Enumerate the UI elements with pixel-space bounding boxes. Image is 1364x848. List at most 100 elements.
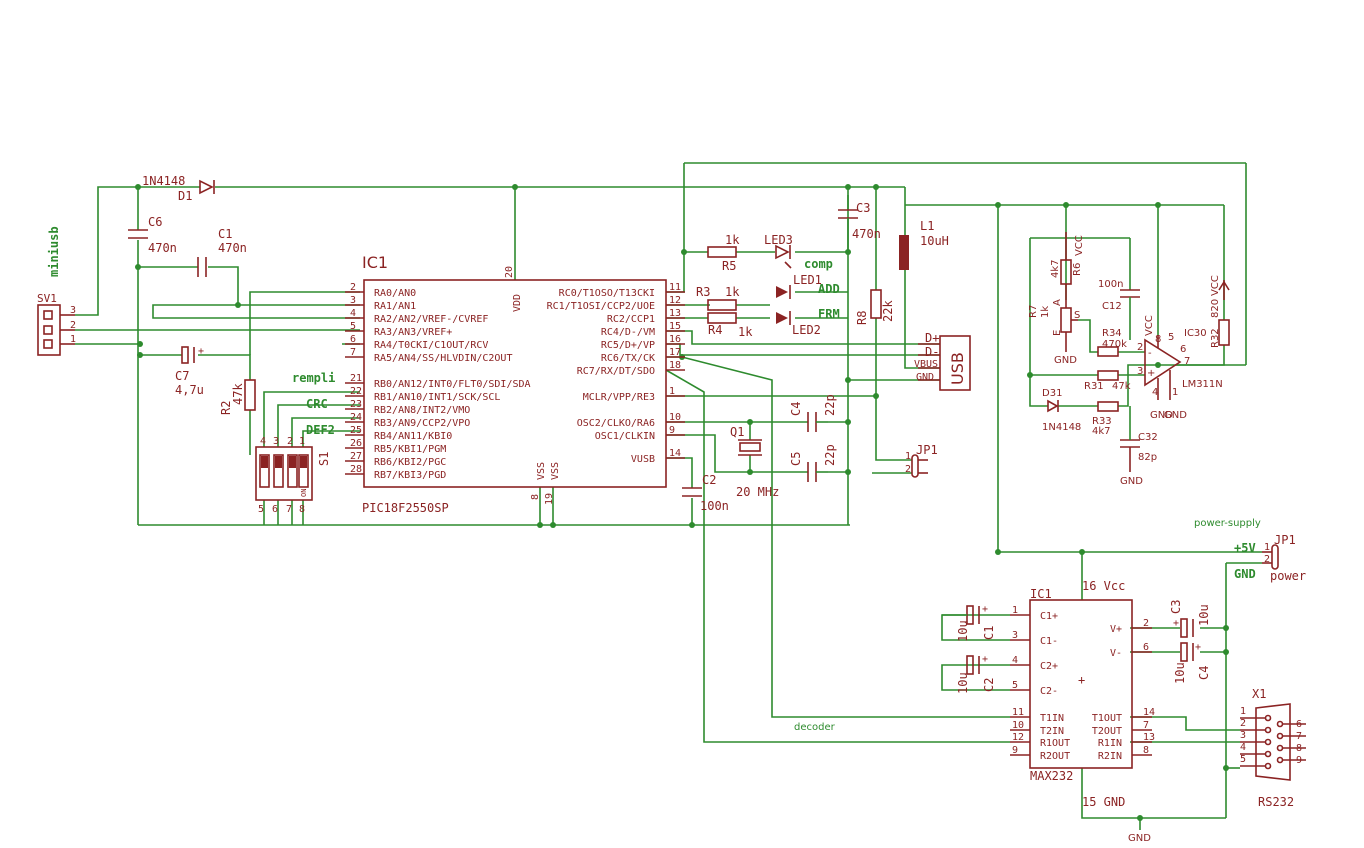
l1-value: 10uH — [920, 234, 949, 248]
c12-value: 100n — [1098, 279, 1123, 290]
max-pin-name: C2+ — [1040, 661, 1058, 672]
c3-label: C3 — [856, 201, 870, 215]
pic-pin-name: RB2/AN8/INT2/VMO — [374, 405, 470, 416]
junctions — [135, 184, 1229, 821]
pic-pin-number: 4 — [350, 308, 356, 319]
c2-label: C2 — [702, 473, 716, 487]
r3-label: R3 — [696, 285, 710, 299]
jp1-power-label: JP1 — [1274, 533, 1296, 547]
max-pin-name: T1OUT — [1092, 713, 1122, 724]
power-supply-label: power-supply — [1194, 518, 1261, 529]
c2m-value: 10u — [956, 672, 970, 694]
max-pin-name: T2IN — [1040, 726, 1064, 737]
r7-pin-a: A — [1052, 299, 1063, 306]
max-pin-number: 5 — [1012, 680, 1018, 691]
r8-value: 22k — [881, 300, 895, 322]
vcc-label: VCC — [1144, 315, 1155, 336]
op-pin1: 1 — [1172, 387, 1178, 398]
pic-pin-name: RA1/AN1 — [374, 301, 416, 312]
usb-dplus: D+ — [925, 331, 939, 345]
usb-dminus: D- — [925, 345, 939, 359]
pic-pin19: 19 — [544, 493, 555, 505]
c5-value: 22p — [823, 444, 837, 466]
c7-label: C7 — [175, 369, 189, 383]
max-pin-number: 6 — [1143, 642, 1149, 653]
c1m-label: C1 — [982, 626, 996, 640]
s1-pin-top: 2 — [287, 436, 293, 447]
pic-pin-name: RB0/AN12/INT0/FLT0/SDI/SDA — [374, 379, 531, 390]
pic-pin-number: 11 — [669, 282, 681, 293]
pic-pin-name: VUSB — [631, 454, 655, 465]
max-pin-name: C1+ — [1040, 611, 1058, 622]
pic-pin-number: 22 — [350, 386, 362, 397]
svg-text:+: + — [1078, 673, 1085, 687]
usb-connector: D+ D- VBUS GND USB — [914, 331, 971, 391]
pic-pin-name: RB7/KBI3/PGD — [374, 470, 446, 481]
gnd-label: GND — [1054, 355, 1077, 366]
pic-pin8: 8 — [530, 494, 541, 500]
vcc-label: VCC — [1074, 235, 1085, 256]
c1-value: 470n — [218, 241, 247, 255]
max-pin-number: 13 — [1143, 732, 1155, 743]
miniusb-label: miniusb — [47, 226, 61, 277]
c2-capacitor: C2 100n — [682, 473, 729, 513]
pic-pin20: 20 — [504, 266, 515, 278]
op-pin6: 6 — [1180, 344, 1186, 355]
usb-label: USB — [948, 352, 967, 385]
op-pin3: 3 — [1137, 366, 1143, 377]
pic-pin-number: 9 — [669, 425, 675, 436]
jp1-pin2: 2 — [905, 464, 911, 475]
max232-ic: IC1 16 Vcc MAX232 15 GND + 1C1+3C1-4C2+5… — [1010, 579, 1155, 809]
op-pin8: 8 — [1155, 334, 1161, 345]
pic-pin-name: OSC2/CLKO/RA6 — [577, 418, 655, 429]
power-supply-section: power-supply +5V GND JP1 1 2 power — [1194, 518, 1306, 583]
sv1-connector: SV1 3 2 1 miniusb — [37, 226, 76, 356]
pic-pin-name: RB6/KBI2/PGC — [374, 457, 446, 468]
rs232-label: RS232 — [1258, 795, 1294, 809]
c6-label: C6 — [148, 215, 162, 229]
r2-resistor: R2 47k — [219, 379, 256, 415]
max-pin-number: 8 — [1143, 745, 1149, 756]
vcc-label: VCC — [1210, 275, 1221, 296]
c32-label: C32 — [1138, 432, 1158, 443]
s1-pin-bottom: 8 — [299, 504, 305, 515]
jp1-label: JP1 — [916, 443, 938, 457]
s1-dip-switch: 4 3 2 1 5 6 7 8 ON S1 — [255, 436, 331, 515]
max-pin-name: R2IN — [1098, 751, 1122, 762]
max-pin-name: R1OUT — [1040, 738, 1070, 749]
pic-right-pins: 11RC0/T1OSO/T13CKI12RC1/T1OSI/CCP2/UOE13… — [547, 282, 685, 465]
sv1-label: SV1 — [37, 292, 57, 305]
max-pin-name: R2OUT — [1040, 751, 1070, 762]
svg-text:-: - — [1148, 348, 1152, 359]
db9-pin-number: 5 — [1240, 754, 1246, 765]
pic-pin-number: 24 — [350, 412, 362, 423]
c3-capacitor: C3 470n — [838, 201, 881, 252]
r6-label: R6 — [1072, 263, 1083, 276]
max-pin-number: 12 — [1012, 732, 1024, 743]
op-pin2: 2 — [1137, 342, 1143, 353]
c6-value: 470n — [148, 241, 177, 255]
comparator-section: VCC R6 4k7 R7 1k A E S GND 100n C12 R34 … — [1028, 232, 1230, 487]
r5-resistor: 1k R5 — [707, 233, 740, 273]
r34-label: R34 — [1102, 328, 1122, 339]
wires — [75, 162, 1262, 830]
led2: LED2 FRM — [776, 307, 840, 337]
pic-pin-name: RA4/T0CKI/C1OUT/RCV — [374, 340, 488, 351]
net-def: DEF2 — [306, 423, 335, 437]
max-pin-name: T1IN — [1040, 713, 1064, 724]
max-pin-name: V+ — [1110, 624, 1122, 635]
pic-ic: IC1 PIC18F2550SP VDD 20 VSS VSS 8 19 2RA… — [345, 253, 685, 515]
r3-resistor: R3 1k — [696, 285, 740, 311]
r3-value: 1k — [725, 285, 740, 299]
max-pin-number: 1 — [1012, 605, 1018, 616]
net-frm: FRM — [818, 307, 840, 321]
r2-value: 47k — [231, 383, 245, 405]
r4-label: R4 — [708, 323, 722, 337]
pic-pin-number: 25 — [350, 425, 362, 436]
pic-left-pins: 2RA0/AN03RA1/AN14RA2/AN2/VREF-/CVREF5RA3… — [345, 282, 531, 481]
pic-pin-number: 16 — [669, 334, 681, 345]
s1-pin-bottom: 5 — [258, 504, 264, 515]
